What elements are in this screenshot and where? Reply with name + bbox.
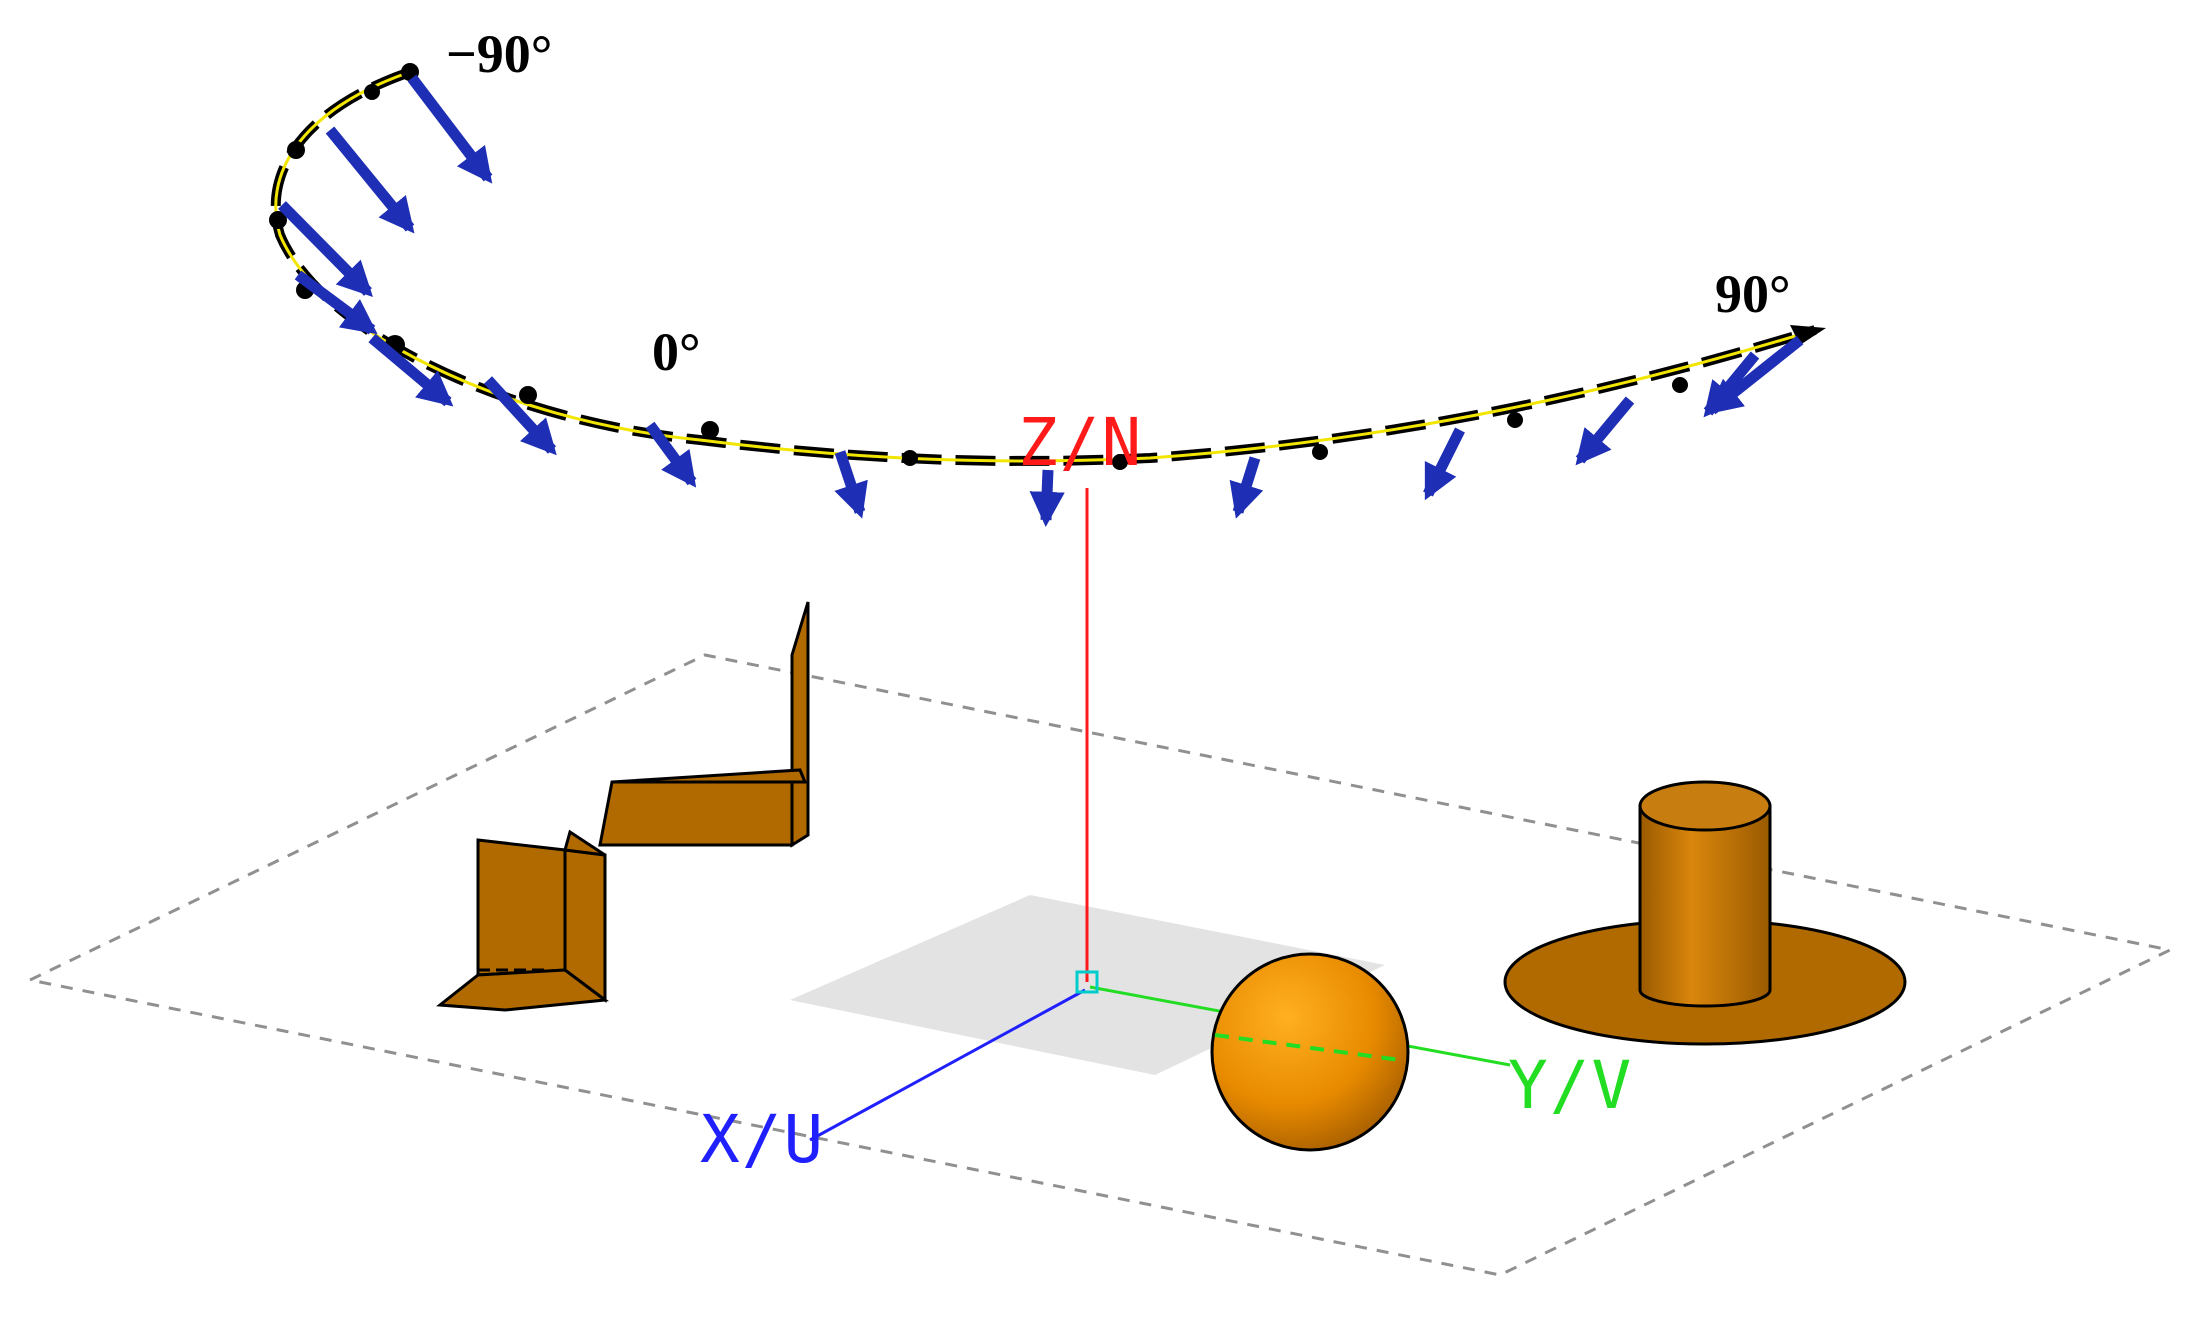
direction-arrow bbox=[1029, 469, 1065, 528]
l-bracket-object bbox=[436, 829, 609, 1012]
direction-arrow bbox=[1575, 396, 1635, 466]
x-axis-line bbox=[809, 988, 1086, 1142]
y-axis-label: Y/V bbox=[1508, 1047, 1633, 1124]
angle-label-minus90: −90° bbox=[446, 24, 552, 84]
direction-arrow bbox=[278, 201, 373, 298]
origin-marker bbox=[1075, 970, 1099, 994]
angle-label-zero: 0° bbox=[652, 322, 701, 382]
direction-arrows bbox=[278, 74, 1804, 528]
z-axis-label: Z/N bbox=[1018, 404, 1143, 481]
direction-arrow bbox=[1229, 456, 1264, 519]
cylinder-object bbox=[1503, 780, 1907, 1046]
direction-arrow bbox=[407, 74, 493, 184]
direction-arrow bbox=[645, 421, 697, 488]
direction-arrow bbox=[1423, 427, 1465, 501]
direction-arrow bbox=[1706, 335, 1804, 415]
x-axis-label: X/U bbox=[700, 1101, 825, 1178]
angle-label-plus90: 90° bbox=[1715, 264, 1791, 324]
sphere-object bbox=[1210, 952, 1410, 1152]
angle-plate-object bbox=[598, 601, 810, 848]
scan-arc bbox=[269, 63, 1826, 470]
direction-arrow bbox=[483, 376, 557, 456]
direction-arrow bbox=[294, 270, 378, 335]
direction-arrow bbox=[368, 333, 454, 407]
direction-arrow bbox=[834, 450, 868, 519]
direction-arrow bbox=[325, 126, 415, 234]
